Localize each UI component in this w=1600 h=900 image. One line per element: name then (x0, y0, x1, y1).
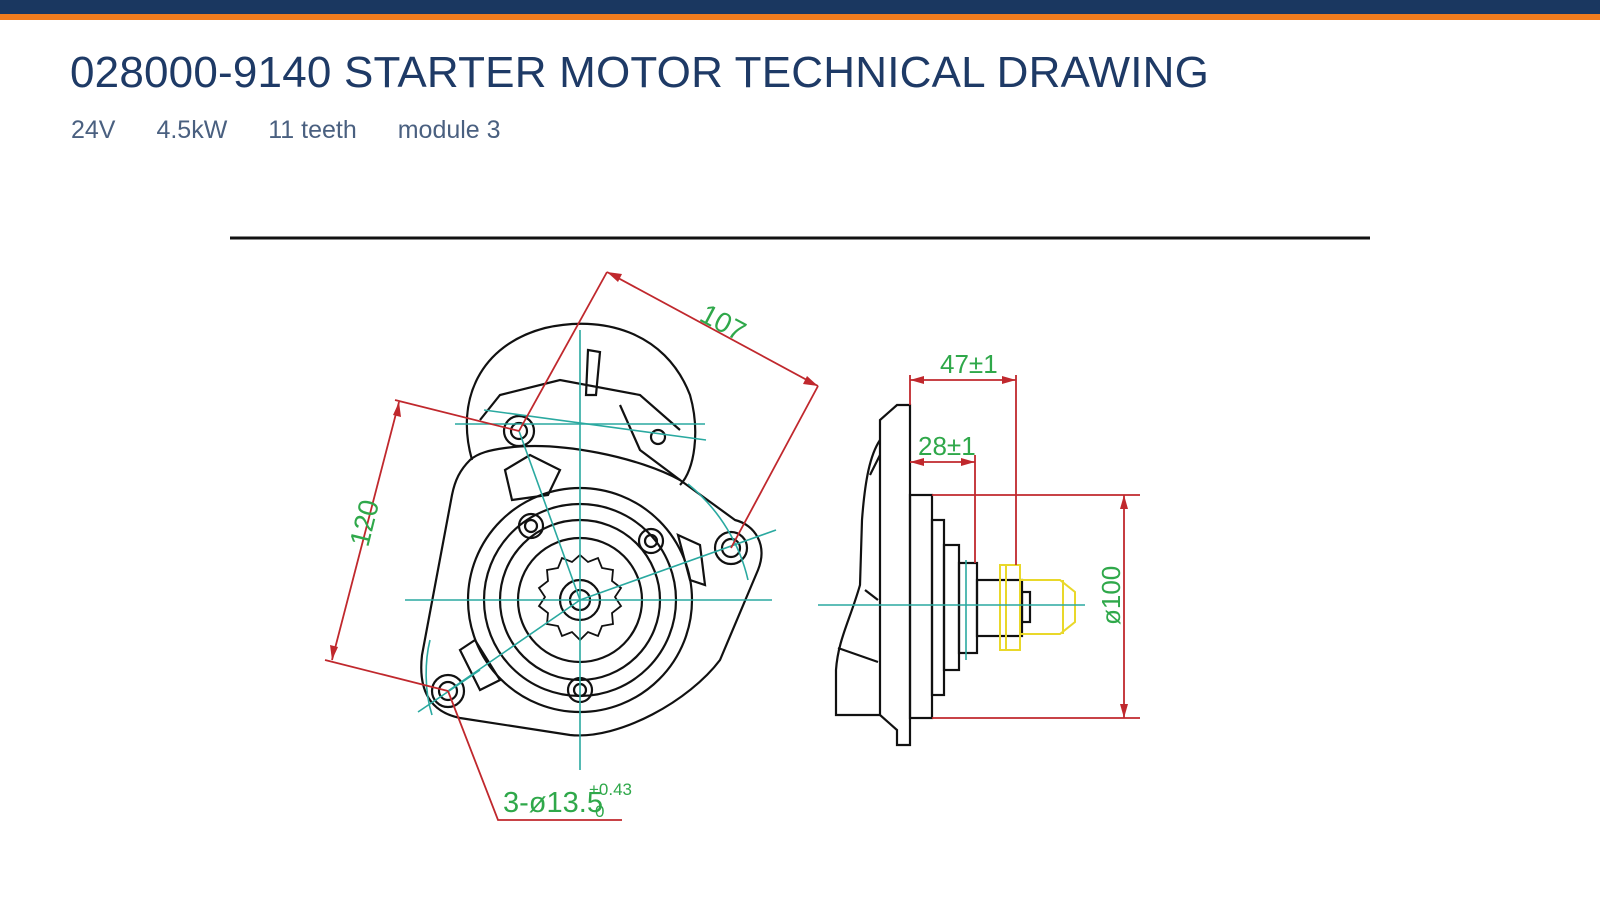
front-dimensions (324, 271, 819, 821)
spec-voltage: 24V (71, 116, 116, 144)
side-nose-tip (942, 543, 961, 672)
rear-screw (649, 428, 667, 446)
rear-housing-outline (465, 322, 697, 486)
side-flange (878, 403, 912, 747)
side-nose-collar (930, 518, 946, 697)
side-view (834, 403, 1032, 747)
top-bar-navy (0, 0, 1600, 14)
side-pinion (999, 564, 1076, 651)
dim-label-120: 120 (344, 497, 385, 550)
mount-hole-top-inner (509, 421, 529, 441)
spec-power: 4.5kW (156, 116, 228, 144)
top-accent-bar (0, 0, 1600, 20)
through-bolt-right-inner (643, 533, 659, 549)
side-center-lines (818, 560, 1085, 660)
side-shaft-boss (1020, 590, 1032, 624)
side-nose-ring (908, 493, 934, 720)
dim-label-47: 47±1 (940, 349, 998, 379)
mount-hole-top (502, 414, 536, 448)
front-dimension-labels: 107 120 3-ø13.5 +0.43 0 (344, 298, 751, 821)
front-center-lines (405, 330, 777, 770)
dim-label-hole-lower: 0 (595, 802, 604, 821)
dim-line-120 (331, 401, 400, 661)
mount-hole-bottom-inner (437, 680, 459, 702)
spec-list: 24V 4.5kW 11 teeth module 3 (71, 116, 535, 145)
mount-hole-bottom (430, 673, 466, 709)
side-dimensions (909, 375, 1140, 719)
dim-label-107: 107 (695, 298, 751, 347)
terminal-post (584, 348, 602, 397)
through-bolt-left-inner (523, 518, 539, 534)
side-housing (834, 439, 881, 717)
boss-left (503, 453, 562, 502)
spec-module: module 3 (397, 116, 501, 144)
page-title: 028000-9140 STARTER MOTOR TECHNICAL DRAW… (70, 48, 1210, 97)
through-bolt-left (517, 512, 545, 540)
hole-leader (447, 690, 622, 821)
dim-line-107 (606, 271, 819, 387)
side-shaft (957, 561, 979, 655)
through-bolt-right (637, 527, 665, 555)
dim-label-dia: ø100 (1096, 566, 1126, 625)
dim-label-hole: 3-ø13.5 (503, 787, 603, 819)
spec-teeth: 11 teeth (268, 116, 357, 144)
dim-label-28: 28±1 (918, 431, 976, 461)
boss-bottom-left (458, 638, 502, 692)
top-bar-orange (0, 14, 1600, 20)
side-dimension-labels: 47±1 28±1 ø100 (918, 349, 1126, 625)
side-housing-detail (837, 454, 881, 664)
boss-right (676, 533, 707, 587)
rear-bracket (479, 378, 681, 481)
mount-hole-right (713, 530, 749, 566)
dim-label-hole-upper: +0.43 (589, 780, 632, 799)
mount-hole-right-inner (720, 537, 742, 559)
flange-outline (420, 444, 763, 737)
